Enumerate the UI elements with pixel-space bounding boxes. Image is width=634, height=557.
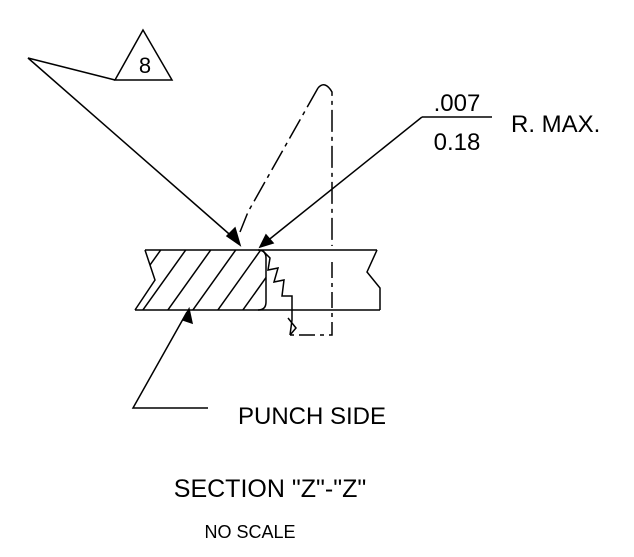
triangle-symbol-icon [113, 28, 174, 81]
dimension-inch-value: .007 [434, 90, 481, 117]
callout-leader-line [27, 57, 237, 241]
arrowhead-icon [225, 226, 242, 247]
symbol-number: 8 [139, 53, 151, 78]
weld-symbol-callout [27, 28, 242, 247]
dimension-leader-line [265, 116, 423, 243]
punch-side-leader-line [131, 311, 208, 409]
sheet-left-break [134, 249, 156, 311]
dimension-mm-value: 0.18 [434, 129, 481, 156]
sheet-right-break [366, 249, 381, 310]
section-hatching [135, 250, 266, 310]
radius-note: R. MAX. [511, 111, 600, 138]
punch-side-callout [131, 306, 208, 409]
punch-lower-body [290, 262, 333, 336]
punch-left-edge [239, 87, 319, 233]
punch-outline [239, 84, 333, 336]
punch-tip-arc [317, 84, 333, 246]
fracture-zone-line [261, 249, 293, 336]
scale-note: NO SCALE [204, 522, 295, 542]
section-title: SECTION "Z"-"Z" [174, 475, 366, 503]
arrowhead-icon [181, 306, 194, 325]
punch-lower-break [287, 317, 297, 336]
punch-side-label: PUNCH SIDE [238, 403, 386, 430]
arrowhead-icon [258, 233, 275, 249]
radius-dimension [258, 116, 492, 249]
sheet-section [134, 249, 381, 336]
